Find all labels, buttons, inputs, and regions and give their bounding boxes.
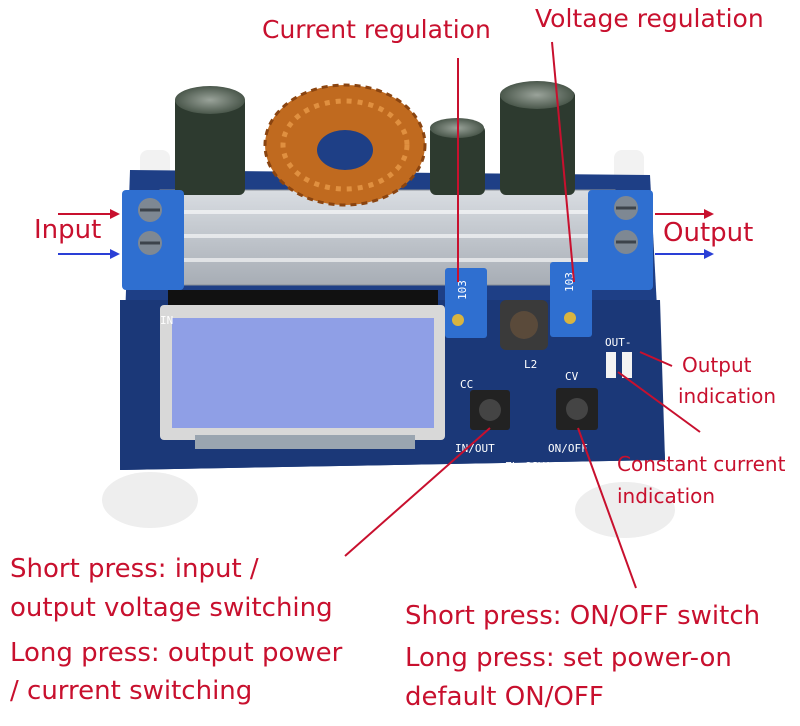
pot-code-left: 103: [456, 280, 469, 300]
lcd-display: [160, 305, 445, 440]
voltage-regulation-label: Voltage regulation: [535, 4, 764, 33]
input-terminal-block: [122, 190, 184, 290]
current-regulation-label: Current regulation: [262, 15, 491, 44]
silk-out-minus: OUT-: [605, 336, 632, 349]
leader-on-off-button: [577, 427, 637, 589]
leader-lines: [344, 41, 701, 589]
right-desc-line1: Short press: ON/OFF switch: [405, 601, 761, 631]
voltage-potentiometer: 103: [550, 262, 592, 337]
silk-in-out: IN/OUT: [455, 442, 495, 455]
input-label: Input: [34, 215, 102, 245]
in-out-button[interactable]: [470, 390, 510, 430]
on-off-button[interactable]: [556, 388, 598, 430]
status-leds: [606, 352, 632, 378]
lcd-bottom-pins: [195, 435, 415, 449]
silk-in: IN: [160, 314, 173, 327]
output-label: Output: [663, 218, 754, 248]
left-desc-line4: / current switching: [10, 676, 253, 706]
left-desc-line1: Short press: input /: [10, 554, 259, 584]
silk-on-off: ON/OFF: [548, 442, 588, 455]
output-indication-line2: indication: [678, 384, 777, 408]
heatsink: [159, 189, 616, 286]
capacitors: [175, 81, 575, 195]
silk-model: Zk-SJVA-4X: [505, 460, 572, 473]
silk-cv: CV: [565, 370, 579, 383]
leader-voltage-regulation: [551, 41, 575, 283]
current-potentiometer: 103: [445, 268, 487, 338]
input-arrows: [58, 209, 120, 259]
constant-current-line2: indication: [617, 484, 716, 508]
silk-cc: CC: [460, 378, 473, 391]
left-desc-line3: Long press: output power: [10, 638, 343, 668]
right-desc-line2: Long press: set power-on: [405, 643, 732, 673]
left-desc-line2: output voltage switching: [10, 593, 333, 623]
silkscreen: IN L2 CC CV IN/OUT ON/OFF Zk-SJVA-4X OUT…: [160, 314, 632, 473]
output-terminal-block: [588, 190, 653, 290]
leader-constant-current: [617, 371, 701, 433]
constant-current-line1: Constant current: [617, 452, 786, 476]
smd-inductor: [500, 300, 548, 350]
output-arrows: [655, 209, 714, 259]
right-desc-line3: default ON/OFF: [405, 682, 604, 712]
leader-in-out-button: [344, 427, 491, 557]
leader-output-indication: [639, 351, 673, 367]
toroid-inductor: [263, 83, 427, 207]
silk-l2: L2: [524, 358, 537, 371]
output-indication-line1: Output: [682, 353, 752, 377]
